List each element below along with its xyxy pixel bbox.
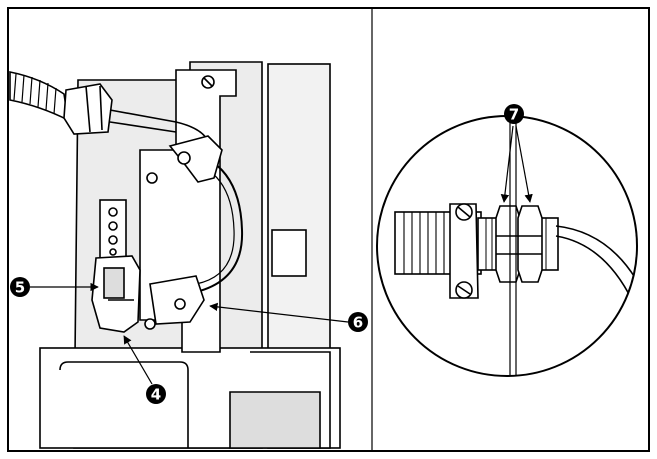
svg-text:4: 4: [151, 386, 161, 404]
side-slot: [271, 229, 307, 277]
left-panel-drawing: [9, 61, 341, 449]
svg-text:5: 5: [15, 279, 25, 297]
leaders-left: [30, 282, 349, 385]
svg-text:7: 7: [509, 106, 519, 124]
svg-text:6: 6: [353, 314, 363, 332]
magnified-view: [376, 115, 638, 377]
callout-5: 5: [10, 277, 30, 297]
callout-4: 4: [146, 384, 166, 404]
callout-6: 6: [348, 312, 368, 332]
cable-out: [555, 225, 637, 287]
outer-border: [7, 7, 650, 452]
lock-nut-right: [517, 205, 543, 283]
callout-7: 7: [504, 104, 524, 124]
cable-clamp-top: [168, 135, 223, 183]
